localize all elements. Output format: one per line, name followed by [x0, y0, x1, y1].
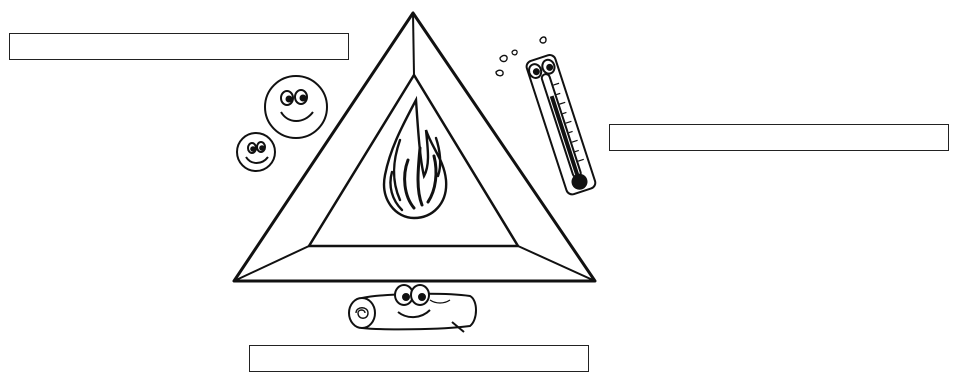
wood-log-fuel-icon	[349, 285, 476, 332]
thermometer-heat-icon	[496, 37, 597, 196]
fire-icon	[384, 100, 446, 218]
oxygen-bubbles-icon	[237, 76, 327, 171]
